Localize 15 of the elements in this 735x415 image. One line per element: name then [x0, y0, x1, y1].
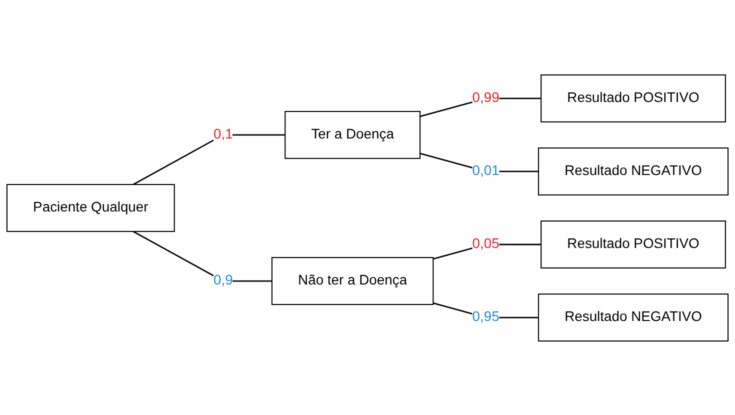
node-box: Resultado NEGATIVO [538, 293, 729, 342]
edge-label: 0,9 [213, 272, 233, 288]
edge-label: 0,01 [472, 163, 500, 178]
edge-label: 0,95 [472, 309, 500, 324]
edge-label: 0,99 [472, 90, 500, 105]
node-box: Resultado POSITIVO [540, 220, 726, 268]
node-box: Paciente Qualquer [6, 184, 175, 232]
node-box: Não ter a Doença [271, 256, 434, 305]
node-box: Ter a Doença [284, 110, 421, 158]
node-box: Resultado POSITIVO [540, 74, 726, 122]
connector [132, 230, 272, 282]
connector [132, 134, 286, 185]
edge-label: 0,05 [472, 236, 500, 251]
edge-label: 0,1 [213, 126, 233, 142]
node-box: Resultado NEGATIVO [538, 146, 729, 195]
